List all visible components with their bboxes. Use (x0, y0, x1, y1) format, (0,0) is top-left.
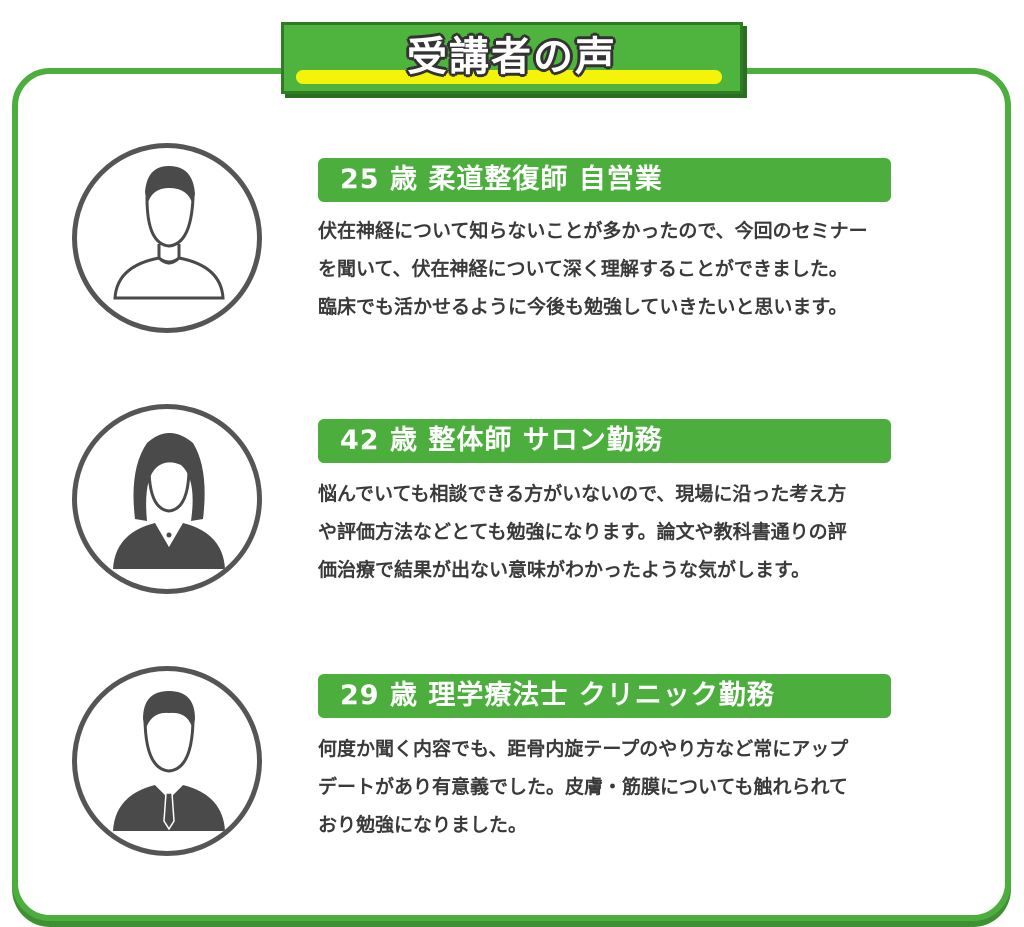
male-business-user-icon (72, 666, 262, 856)
female-business-user-icon (72, 404, 262, 594)
testimonial-3-text: 何度か聞く内容でも、距骨内旋テープのやり方など常にアップ デートがあり有意義でし… (318, 738, 849, 836)
title-highlight (296, 70, 722, 84)
testimonial-3-label: 29 歳 理学療法士 クリニック勤務 (318, 674, 891, 718)
testimonial-1-label: 25 歳 柔道整復師 自営業 (318, 158, 891, 202)
testimonial-2-text: 悩んでいても相談できる方がいないので、現場に沿った考え方 や評価方法などとても勉… (318, 483, 847, 581)
testimonial-1-text: 伏在神経について知らないことが多かったので、今回のセミナー を聞いて、伏在神経に… (318, 220, 868, 318)
male-casual-user-icon (72, 143, 262, 333)
testimonial-2-label: 42 歳 整体師 サロン勤務 (318, 419, 891, 463)
page-title: 受講者の声 (407, 34, 617, 80)
